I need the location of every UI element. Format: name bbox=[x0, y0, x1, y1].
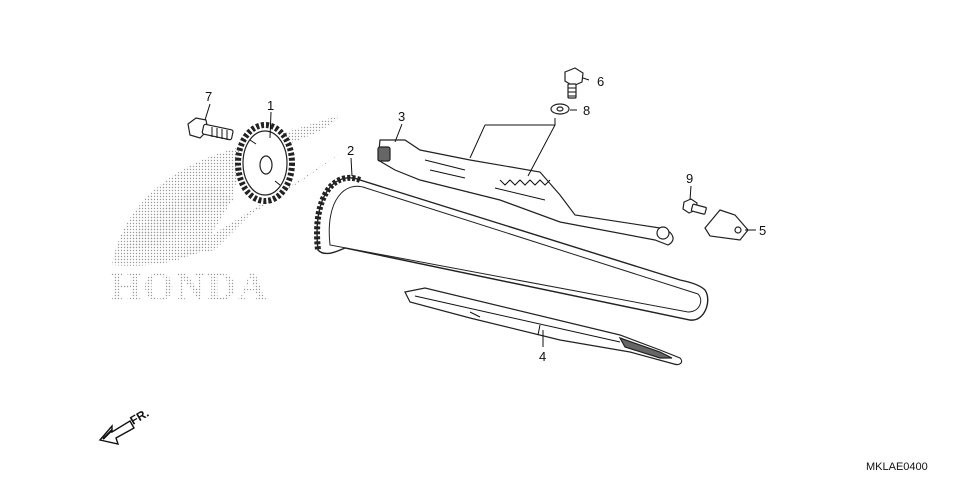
cam-sprocket-1 bbox=[235, 122, 295, 204]
callout-1: 1 bbox=[267, 98, 274, 113]
plate-5 bbox=[704, 209, 749, 241]
callout-3: 3 bbox=[398, 109, 405, 124]
cam-chain-2 bbox=[314, 174, 709, 321]
tensioner-arm-3 bbox=[377, 139, 674, 246]
front-arrow-icon bbox=[98, 420, 135, 445]
callout-5: 5 bbox=[759, 223, 766, 238]
callout-9: 9 bbox=[686, 171, 693, 186]
callout-8: 8 bbox=[583, 103, 590, 118]
bolt-7 bbox=[187, 117, 234, 141]
bolt-6 bbox=[564, 67, 584, 99]
callout-2: 2 bbox=[347, 143, 354, 158]
diagram-code: MKLAE0400 bbox=[866, 461, 928, 473]
chain-guide-4 bbox=[404, 287, 683, 366]
callout-7: 7 bbox=[205, 89, 212, 104]
honda-wordmark: HONDA bbox=[110, 264, 269, 309]
callout-4: 4 bbox=[539, 349, 546, 364]
bolt-9 bbox=[682, 198, 707, 215]
honda-wing-logo: HONDA bbox=[110, 115, 345, 309]
callout-6: 6 bbox=[597, 74, 604, 89]
leader-lines bbox=[204, 77, 756, 347]
washer-8 bbox=[550, 103, 570, 115]
